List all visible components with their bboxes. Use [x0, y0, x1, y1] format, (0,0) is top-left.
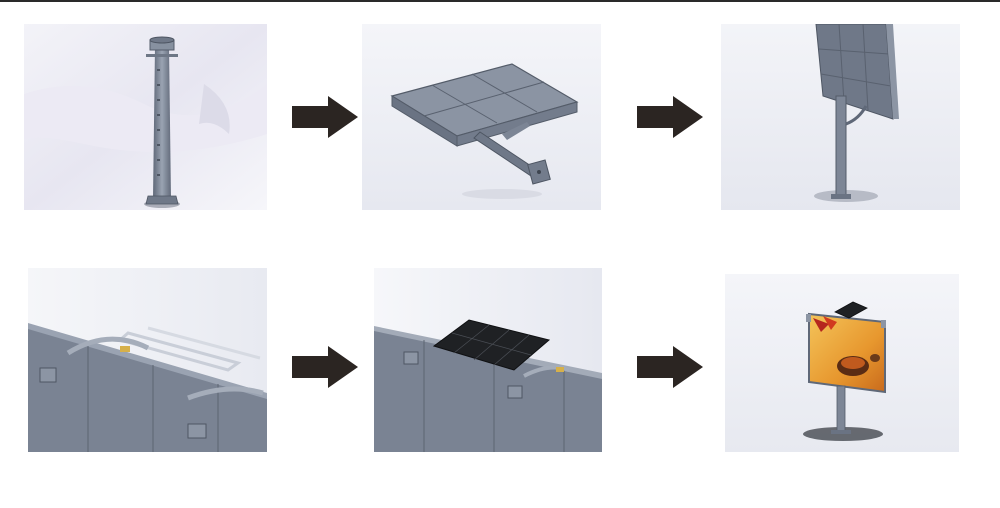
arrow-right-icon	[292, 96, 358, 138]
top-divider-line	[0, 0, 1000, 2]
arrow-3	[292, 346, 358, 388]
frame-with-arm-icon	[362, 24, 601, 210]
roof-bracket-install-icon	[28, 268, 267, 452]
step-4-bracket-panel	[28, 268, 267, 452]
step-3-billboard-panel	[721, 24, 960, 210]
step-5-solar-panel	[374, 268, 602, 452]
arrow-1	[292, 96, 358, 138]
solar-panel-mounted-icon	[374, 268, 602, 452]
arrow-right-icon	[637, 346, 703, 388]
step-2-frame-panel	[362, 24, 601, 210]
finished-billboard-icon	[725, 274, 959, 452]
arrow-2	[637, 96, 703, 138]
arrow-4	[637, 346, 703, 388]
step-1-pole-panel	[24, 24, 267, 210]
arrow-right-icon	[637, 96, 703, 138]
arrow-right-icon	[292, 346, 358, 388]
step-6-finished-panel	[725, 274, 959, 452]
billboard-on-pole-icon	[721, 24, 960, 210]
steel-pole-icon	[24, 24, 267, 210]
